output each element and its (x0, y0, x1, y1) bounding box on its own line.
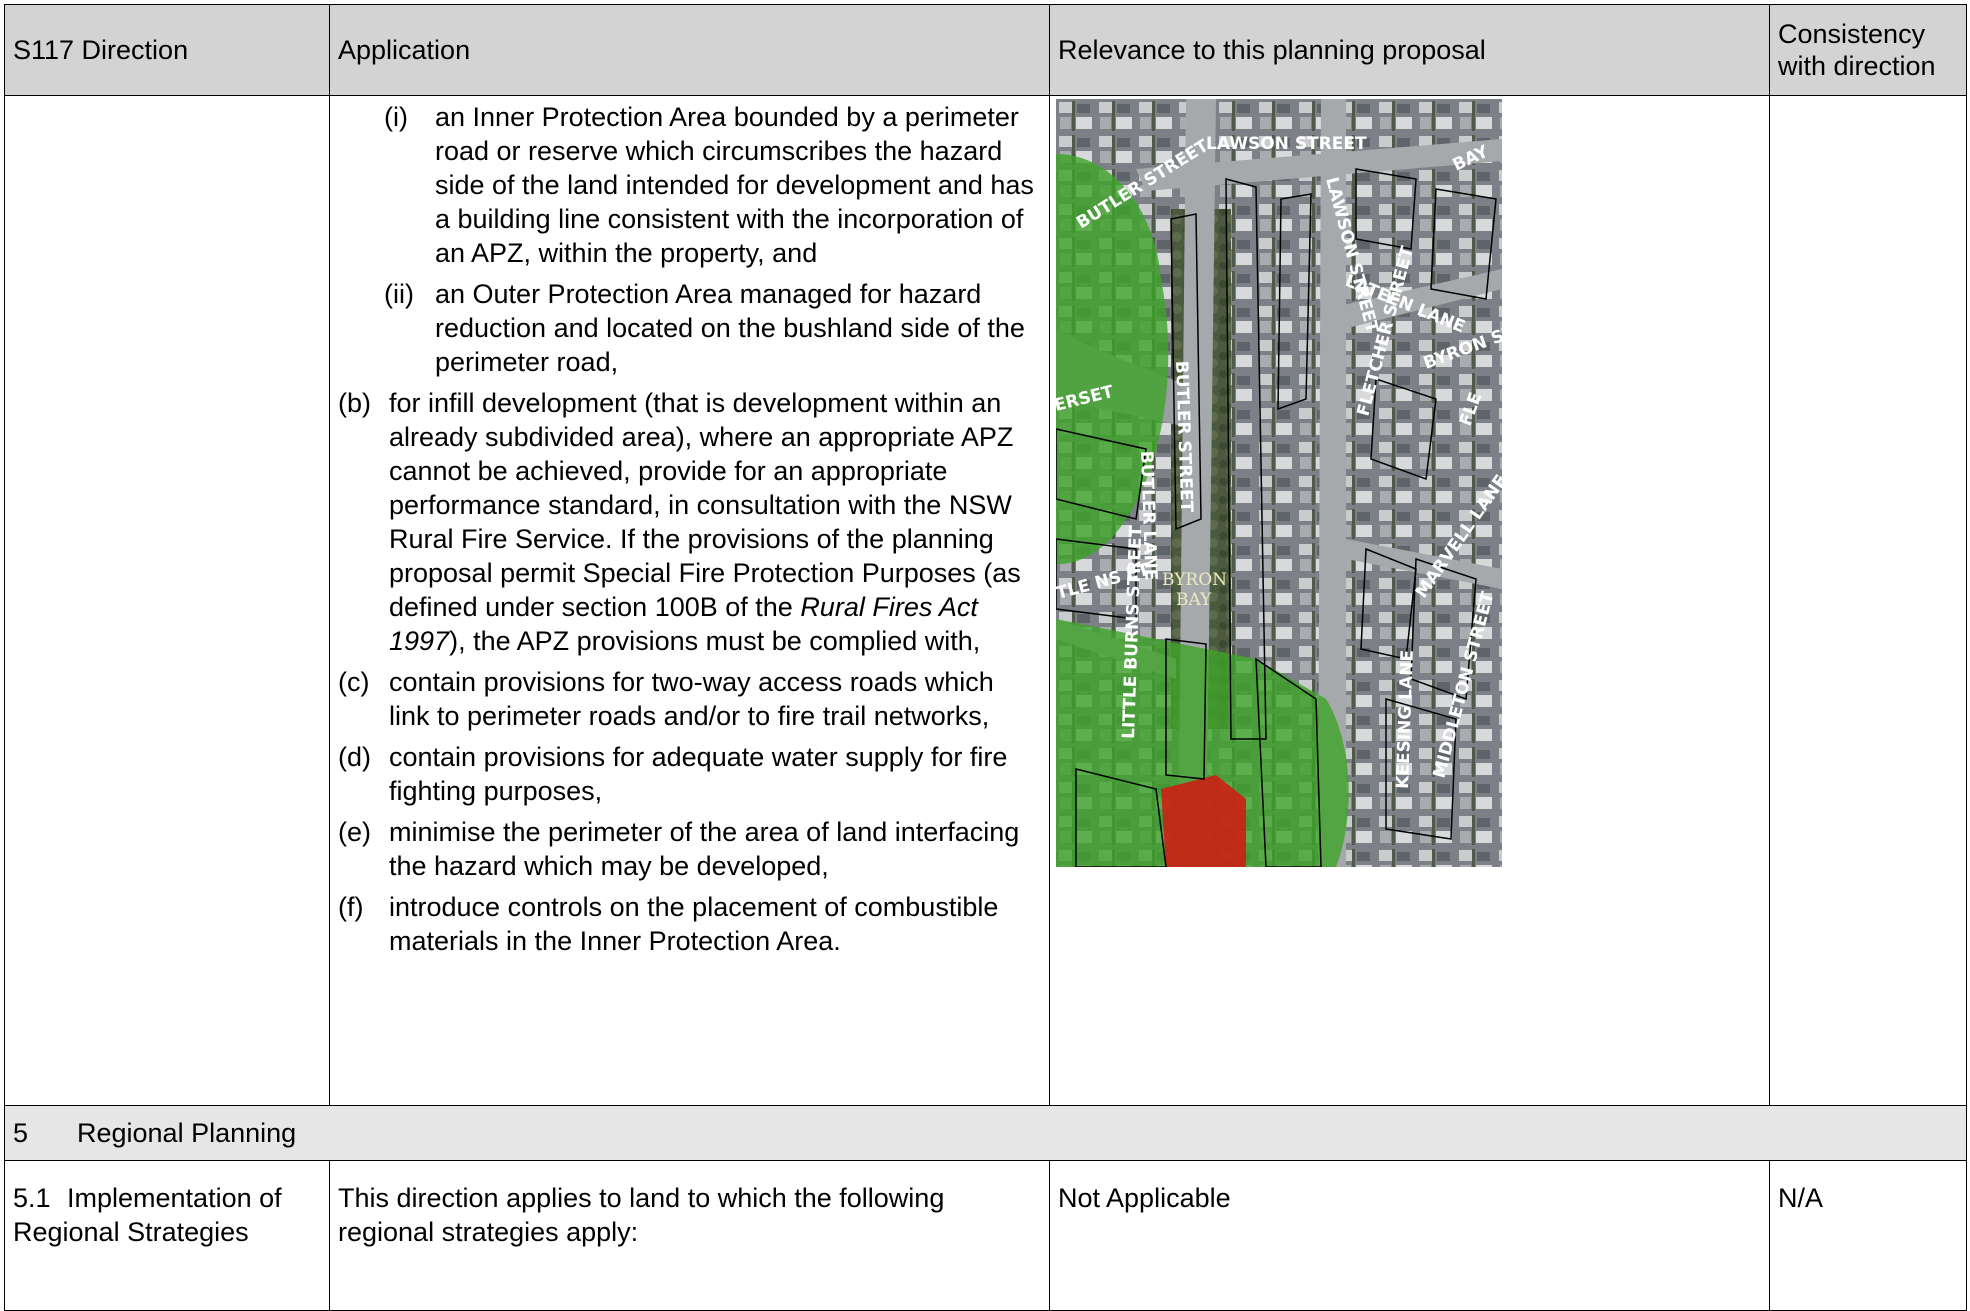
map-label: LAWSON STREET (1206, 134, 1367, 154)
section-number: 5 (13, 1118, 29, 1148)
section-title: Regional Planning (77, 1118, 297, 1148)
s117-direction-table: S117 Direction Application Relevance to … (4, 4, 1967, 1311)
consistency-cell: N/A (1769, 1160, 1967, 1311)
list-marker: (d) (338, 742, 371, 772)
list-text: contain provisions for two-way access ro… (389, 667, 994, 731)
application-cell: This direction applies to land to which … (329, 1160, 1050, 1311)
map-town-label: BAY (1176, 590, 1212, 610)
map-town-label: BYRON (1162, 570, 1227, 590)
list-marker: (c) (338, 667, 370, 697)
bushfire-continuation-row: (i) an Inner Protection Area bounded by … (4, 95, 1967, 1106)
list-item: (c) contain provisions for two-way acces… (338, 665, 1041, 733)
list-item: (ii) an Outer Protection Area managed fo… (384, 277, 1041, 379)
section-row-regional-planning: 5 Regional Planning (4, 1105, 1967, 1161)
direction-cell-empty (4, 95, 330, 1106)
document-page: S117 Direction Application Relevance to … (4, 4, 1967, 1311)
list-text: an Inner Protection Area bounded by a pe… (435, 102, 1034, 268)
section-heading: 5 Regional Planning (4, 1105, 1967, 1161)
list-item: (f) introduce controls on the placement … (338, 890, 1041, 958)
application-cell: (i) an Inner Protection Area bounded by … (329, 95, 1050, 1106)
bushfire-prone-land-map: LAWSON STREET BUTLER STREET LAWSON STREE… (1056, 99, 1502, 867)
map-label: KEESING LANE (1393, 650, 1418, 790)
aerial-map-image: LAWSON STREET BUTLER STREET LAWSON STREE… (1056, 99, 1502, 867)
relevance-cell: LAWSON STREET BUTLER STREET LAWSON STREE… (1049, 95, 1770, 1106)
list-text: an Outer Protection Area managed for haz… (435, 279, 1025, 377)
list-text: minimise the perimeter of the area of la… (389, 817, 1020, 881)
list-item: (i) an Inner Protection Area bounded by … (384, 100, 1041, 270)
header-s117-direction: S117 Direction (4, 4, 330, 96)
list-item: (b) for infill development (that is deve… (338, 386, 1041, 658)
direction-title: Implementation of Regional Strategies (13, 1183, 282, 1247)
list-item: (e) minimise the perimeter of the area o… (338, 815, 1041, 883)
list-marker: (ii) (384, 279, 414, 309)
header-consistency: Consistency with direction (1769, 4, 1967, 96)
relevance-cell: Not Applicable (1049, 1160, 1770, 1311)
map-label: BUTLER LANE (1136, 450, 1161, 580)
list-marker: (f) (338, 892, 364, 922)
consistency-cell-empty (1769, 95, 1967, 1106)
direction-number: 5.1 (13, 1183, 51, 1213)
list-item: (d) contain provisions for adequate wate… (338, 740, 1041, 808)
header-application: Application (329, 4, 1050, 96)
list-text: contain provisions for adequate water su… (389, 742, 1008, 806)
list-text: for infill development (that is developm… (389, 388, 1021, 656)
header-relevance: Relevance to this planning proposal (1049, 4, 1770, 96)
list-text: introduce controls on the placement of c… (389, 892, 999, 956)
list-marker: (i) (384, 102, 408, 132)
item-b-text-after: ), the APZ provisions must be complied w… (449, 626, 981, 656)
header-row: S117 Direction Application Relevance to … (4, 4, 1967, 96)
rural-fires-act-title: Rural Fires Act 1997 (389, 592, 978, 656)
item-b-text-before: for infill development (that is developm… (389, 388, 1021, 622)
list-marker: (b) (338, 388, 371, 418)
list-marker: (e) (338, 817, 371, 847)
